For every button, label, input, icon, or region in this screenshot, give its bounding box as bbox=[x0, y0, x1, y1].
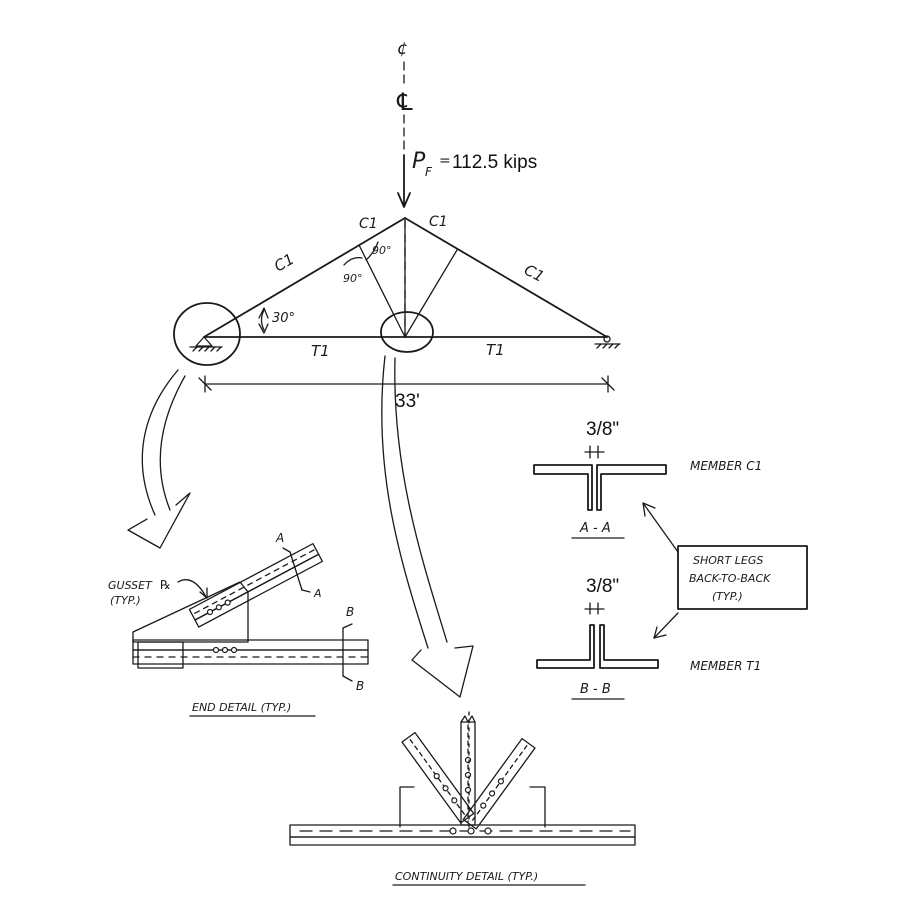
web-left bbox=[358, 244, 406, 338]
truss bbox=[203, 217, 608, 338]
angle-marks bbox=[258, 241, 379, 334]
load-label: P F = 112.5 kips bbox=[412, 149, 537, 179]
label-c1-right: C1 bbox=[521, 261, 547, 286]
section-b-b: 3/8" B - B MEMBER T1 bbox=[536, 576, 761, 700]
section-a-a: 3/8" A - A MEMBER C1 bbox=[533, 419, 762, 539]
load-symbol: P bbox=[412, 149, 426, 174]
end-detail-cut-b2: B bbox=[356, 679, 364, 693]
member-c1-left bbox=[203, 217, 406, 338]
continuity-detail: CONTINUITY DETAIL (TYP.) bbox=[289, 711, 636, 886]
span-label: 33' bbox=[395, 391, 420, 412]
label-c1-top-left: C1 bbox=[359, 216, 378, 232]
load-equals: = bbox=[439, 153, 451, 169]
centerline: ¢ ℄ bbox=[394, 39, 416, 150]
section-aa-thickness: 3/8" bbox=[586, 419, 619, 440]
note-line-3: (TYP.) bbox=[712, 590, 743, 603]
section-bb-member: MEMBER T1 bbox=[690, 659, 761, 673]
note-line-1: SHORT LEGS bbox=[693, 554, 763, 567]
label-angle-support: 30° bbox=[272, 311, 295, 326]
section-bb-label: B - B bbox=[580, 682, 611, 697]
note-box: SHORT LEGS BACK-TO-BACK (TYP.) bbox=[642, 502, 808, 639]
gusset-label-typ: (TYP.) bbox=[110, 594, 141, 607]
section-bb-thickness: 3/8" bbox=[586, 576, 619, 597]
end-detail-callout-circle bbox=[173, 302, 241, 366]
end-detail-cut-b1: B bbox=[346, 605, 354, 619]
left-support bbox=[173, 302, 241, 366]
load-subscript: F bbox=[425, 165, 433, 179]
arrow-to-end-detail bbox=[127, 369, 191, 549]
section-aa-label: A - A bbox=[579, 521, 611, 536]
centerline-symbol-small: ¢ bbox=[397, 39, 408, 59]
label-angle-top: 90° bbox=[372, 244, 392, 257]
end-detail-title: END DETAIL (TYP.) bbox=[192, 701, 291, 714]
end-detail: A A B B GUSSET ℞ (TYP.) END DETAIL (TYP.… bbox=[108, 531, 369, 717]
continuity-callout-circle bbox=[380, 311, 434, 353]
load-arrow bbox=[397, 154, 411, 208]
continuity-gusset bbox=[399, 786, 546, 828]
label-c1-top-right: C1 bbox=[429, 214, 448, 230]
member-labels: C1 C1 C1 C1 T1 T1 90° 90° 30° bbox=[271, 214, 547, 360]
note-line-2: BACK-TO-BACK bbox=[689, 572, 771, 585]
end-detail-cut-a1: A bbox=[275, 531, 284, 545]
arrow-to-continuity-detail bbox=[381, 355, 474, 698]
span-dimension: 33' bbox=[198, 375, 615, 412]
label-angle-left: 90° bbox=[343, 272, 363, 285]
gusset-label: GUSSET bbox=[108, 579, 153, 592]
label-t1-right: T1 bbox=[486, 341, 505, 359]
centerline-symbol-large: ℄ bbox=[394, 88, 416, 116]
web-right bbox=[404, 249, 458, 338]
right-support bbox=[594, 335, 621, 349]
gusset-symbol: ℞ bbox=[160, 578, 171, 592]
label-c1-left: C1 bbox=[271, 250, 297, 276]
load-value: 112.5 kips bbox=[452, 152, 537, 173]
label-t1-left: T1 bbox=[311, 342, 330, 360]
section-aa-member: MEMBER C1 bbox=[690, 459, 762, 473]
continuity-detail-title: CONTINUITY DETAIL (TYP.) bbox=[395, 870, 538, 883]
member-c1-right bbox=[404, 217, 608, 338]
end-detail-cut-a2: A bbox=[313, 587, 322, 600]
